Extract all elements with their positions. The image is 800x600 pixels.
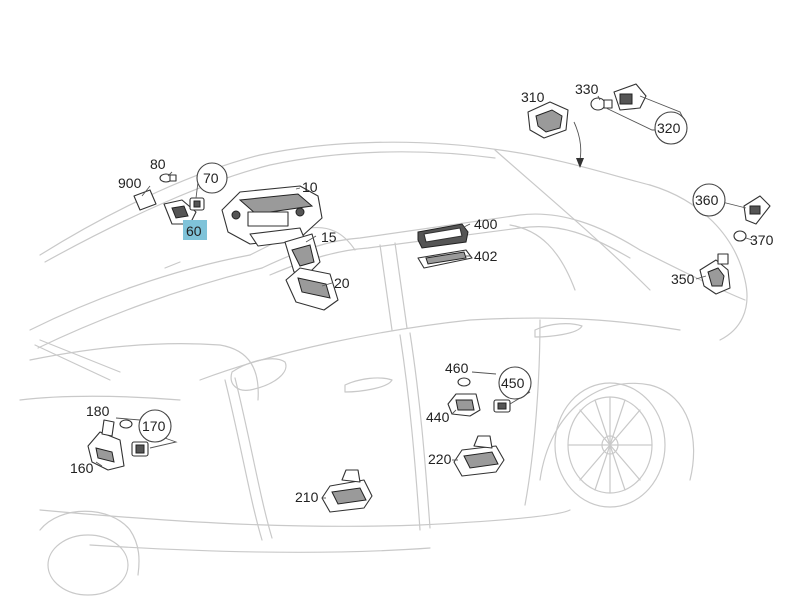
part-310-lens — [527, 101, 569, 139]
callout-460: 460 — [445, 360, 469, 376]
callout-900: 900 — [118, 175, 142, 191]
part-20-lamp-housing — [285, 267, 339, 311]
circled-callouts — [138, 111, 726, 443]
arrow-310-to-car — [573, 121, 584, 168]
part-330-bulb — [590, 97, 613, 111]
callout-170-ring — [138, 409, 172, 443]
callout-80: 80 — [150, 156, 166, 172]
callout-360: 360 — [695, 192, 719, 208]
callout-60-highlight — [183, 220, 207, 240]
part-450-socket — [493, 399, 511, 413]
part-402-lamp — [417, 249, 473, 269]
callout-210: 210 — [295, 489, 319, 505]
callout-330: 330 — [575, 81, 599, 97]
callout-60: 60 — [186, 223, 202, 239]
wheel-spokes — [567, 396, 653, 494]
callout-10: 10 — [302, 179, 318, 195]
callout-170: 170 — [142, 418, 166, 434]
part-460-bulb — [457, 377, 471, 387]
part-360-socket — [743, 195, 771, 225]
callout-400: 400 — [474, 216, 498, 232]
part-15-lens — [284, 233, 321, 273]
callout-370: 370 — [750, 232, 774, 248]
callout-70-ring — [196, 162, 228, 194]
part-400-lamp — [417, 223, 469, 249]
callout-220: 220 — [428, 451, 452, 467]
callout-350: 350 — [671, 271, 695, 287]
callout-labels: 10 15 20 60 70 80 900 160 170 180 210 22… — [70, 81, 774, 505]
callout-450: 450 — [501, 375, 525, 391]
part-10-overhead-control-panel — [221, 185, 323, 247]
callout-320-ring — [654, 111, 688, 145]
leader-lines — [95, 95, 753, 499]
part-160-lamp-housing — [87, 419, 125, 471]
part-210-door-lamp — [321, 469, 373, 513]
callout-450-ring — [498, 366, 532, 400]
callout-15: 15 — [321, 229, 337, 245]
part-180-bulb — [119, 419, 133, 429]
part-60-lamp — [163, 199, 197, 225]
part-70-socket — [189, 197, 205, 211]
callout-360-ring — [692, 183, 726, 217]
part-80-bulb — [159, 173, 177, 183]
callout-402: 402 — [474, 248, 498, 264]
part-320-socket — [613, 83, 647, 111]
callout-310: 310 — [521, 89, 545, 105]
part-370-bulb — [733, 230, 747, 242]
callout-160: 160 — [70, 460, 94, 476]
part-170-socket — [131, 441, 149, 457]
part-350-trunk-lamp — [699, 253, 731, 295]
callout-20: 20 — [334, 275, 350, 291]
callout-70: 70 — [203, 170, 219, 186]
car-body-outline — [19, 141, 748, 596]
callout-180: 180 — [86, 403, 110, 419]
callout-320: 320 — [657, 120, 681, 136]
part-220-door-lamp — [453, 435, 505, 477]
callout-440: 440 — [426, 409, 450, 425]
